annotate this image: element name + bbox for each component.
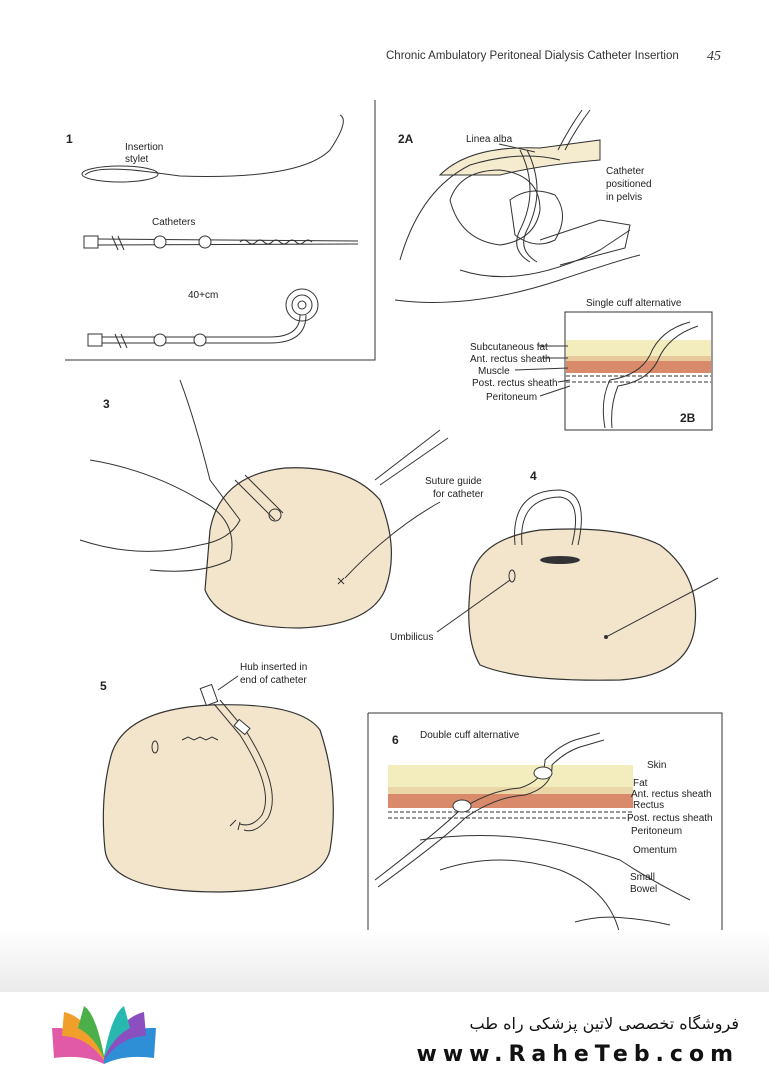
page-shadow xyxy=(0,930,769,1000)
forceps xyxy=(234,474,284,521)
suture-guide-label-2: for catheter xyxy=(433,489,484,500)
layer-post-rectus-sheath: Post. rectus sheath xyxy=(472,378,558,389)
rectus-layer-6 xyxy=(388,794,633,808)
panel-2a-number: 2A xyxy=(398,132,414,146)
umbilicus-leader xyxy=(436,579,511,633)
suture-guide-leader xyxy=(344,501,441,579)
stylet-label-1: Insertion xyxy=(125,142,163,153)
panel-6-frame xyxy=(368,712,723,935)
double-cuff-catheter xyxy=(374,732,601,881)
umbilicus-label: Umbilicus xyxy=(390,632,433,643)
hub-label-1: Hub inserted in xyxy=(240,662,307,673)
abdomen-4 xyxy=(468,528,697,681)
linea-alba-label: Linea alba xyxy=(466,134,513,145)
single-cuff-catheter xyxy=(602,321,691,429)
abdomen-3 xyxy=(204,467,392,629)
layer-post-rectus-sheath-6: Post. rectus sheath xyxy=(627,813,713,824)
shop-name: فروشگاه تخصصی لاتین پزشکی راه طب xyxy=(469,1014,739,1033)
page-number: 45 xyxy=(707,49,721,64)
ant-rectus-layer-6 xyxy=(388,787,633,794)
sutured-incision xyxy=(181,736,219,741)
catheter-label-2: positioned xyxy=(606,179,652,190)
peritoneum-layer xyxy=(566,375,711,383)
running-header: Chronic Ambulatory Peritoneal Dialysis C… xyxy=(386,50,679,62)
fat-layer-6 xyxy=(388,765,633,787)
umbilicus-4 xyxy=(508,569,516,583)
surgeon-hand-2 xyxy=(89,459,233,572)
catheter-label-3: in pelvis xyxy=(606,192,642,203)
stylet-loop xyxy=(81,165,159,183)
panel-6-title: Double cuff alternative xyxy=(420,730,520,741)
panel-1-number: 1 xyxy=(66,132,73,146)
catheter-loop xyxy=(514,489,582,546)
panel-5-number: 5 xyxy=(100,679,107,693)
catheter-label-1: Catheter xyxy=(606,166,645,177)
catheter-5 xyxy=(213,699,273,832)
coiled-catheter xyxy=(87,288,319,349)
suture-guide-label-1: Suture guide xyxy=(425,476,482,487)
surgeon-hand-1 xyxy=(79,379,241,552)
surgical-illustrations: 1 Insertion stylet Catheters 40+cm 2A Li… xyxy=(65,100,723,935)
panel-3-number: 3 xyxy=(103,397,110,411)
ant-rectus-layer xyxy=(566,356,711,361)
panel-1-frame xyxy=(65,100,376,361)
layer-omentum: Omentum xyxy=(633,845,677,856)
subcutaneous-fat-layer xyxy=(566,340,711,356)
muscle-layer xyxy=(566,361,711,373)
panel-2b-leaders xyxy=(514,345,571,397)
pelvis-cross-section xyxy=(394,109,641,303)
layer-ant-rectus-sheath-6: Ant. rectus sheath xyxy=(631,789,712,800)
abdomen-5 xyxy=(102,704,334,893)
hub-label-2: end of catheter xyxy=(240,675,307,686)
hemostat xyxy=(374,429,449,486)
catheters-label: Catheters xyxy=(152,217,195,228)
panel-4-number: 4 xyxy=(530,469,537,483)
layer-fat: Fat xyxy=(633,778,648,789)
panel-2b-number: 2B xyxy=(680,411,696,425)
catheter-hub xyxy=(199,683,219,707)
layer-peritoneum-6: Peritoneum xyxy=(631,826,682,837)
website-link[interactable]: www.RaheTeb.com xyxy=(416,1042,739,1067)
book-logo-icon xyxy=(52,1006,156,1064)
watermark-footer: فروشگاه تخصصی لاتین پزشکی راه طب www.Rah… xyxy=(0,992,769,1080)
omentum-bowel xyxy=(419,835,691,935)
artist-signature xyxy=(574,916,671,926)
straight-catheter xyxy=(83,235,359,251)
layer-peritoneum: Peritoneum xyxy=(486,392,537,403)
layer-skin: Skin xyxy=(647,760,666,771)
hub-leader xyxy=(217,675,239,691)
insertion-site xyxy=(540,556,580,564)
layer-muscle: Muscle xyxy=(478,366,510,377)
layer-subcutaneous-fat: Subcutaneous fat xyxy=(470,342,548,353)
insertion-stylet xyxy=(84,114,344,177)
panel-2b-title: Single cuff alternative xyxy=(586,298,682,309)
panel-6-number: 6 xyxy=(392,733,399,747)
layer-ant-rectus-sheath: Ant. rectus sheath xyxy=(470,354,551,365)
stylet-label-2: stylet xyxy=(125,154,149,165)
peritoneum-layer-6 xyxy=(388,811,633,819)
umbilicus-5 xyxy=(151,740,159,754)
length-label: 40+cm xyxy=(188,290,218,301)
layer-rectus: Rectus xyxy=(633,800,664,811)
bowel-label-2: Bowel xyxy=(630,884,657,895)
bowel-label-1: Small xyxy=(630,872,655,883)
exit-site-leader xyxy=(605,577,719,638)
